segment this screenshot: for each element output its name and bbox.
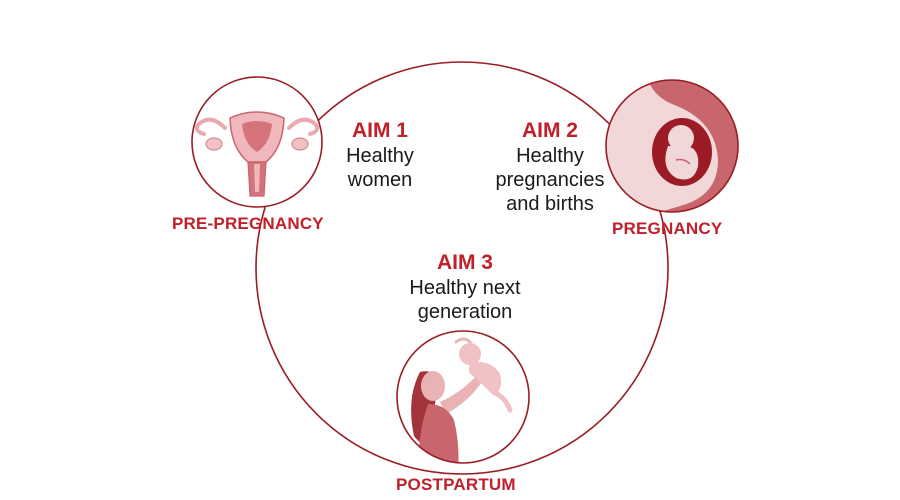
aim-3-line-2: generation [417, 301, 513, 323]
stage-label-pre-pregnancy: PRE-PREGNANCY [172, 214, 324, 233]
stage-label-pregnancy: PREGNANCY [612, 219, 723, 238]
fetus-icon [605, 79, 739, 213]
aim-2-line-1: Healthy [516, 145, 584, 167]
aim-2-line-2: pregnancies [495, 169, 605, 191]
stage-label-postpartum: POSTPARTUM [396, 475, 516, 494]
aim-1-line-1: Healthy [346, 145, 414, 167]
cycle-ring [255, 61, 669, 475]
aim-3-title: AIM 3 [436, 251, 493, 274]
aim-1-title: AIM 1 [351, 119, 408, 142]
aim-2-line-3: and births [506, 193, 594, 215]
aim-1: AIM 1 Healthy women [330, 118, 430, 192]
aim-1-line-2: women [347, 169, 413, 191]
uterus-icon [191, 76, 323, 208]
mother-baby-icon [396, 330, 530, 464]
aim-3-line-1: Healthy next [409, 277, 521, 299]
aim-3: AIM 3 Healthy next generation [396, 250, 534, 324]
aim-2: AIM 2 Healthy pregnancies and births [486, 118, 614, 216]
aim-2-title: AIM 2 [521, 119, 578, 142]
